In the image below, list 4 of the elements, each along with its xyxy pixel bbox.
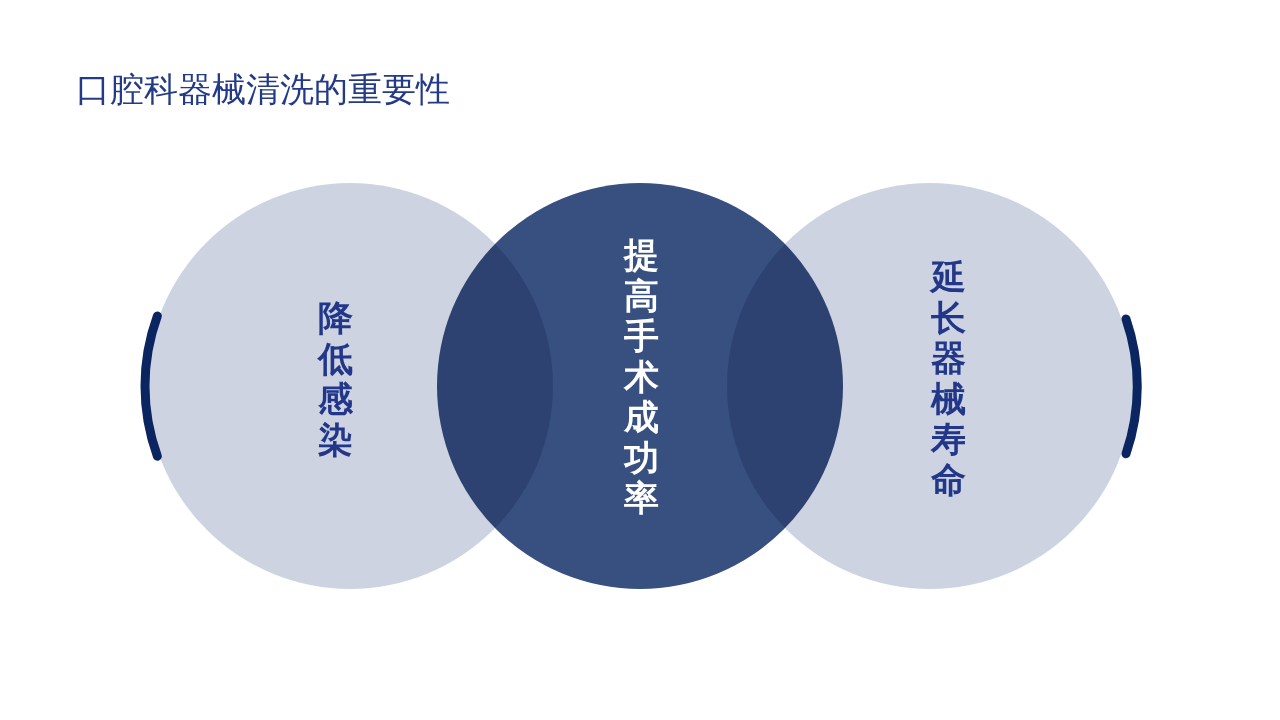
- circle-label: 延长器械寿命: [928, 257, 967, 500]
- circle-label: 提高手术成功率: [622, 235, 660, 519]
- circle-label: 降低感染: [316, 298, 354, 460]
- slide-title: 口腔科器械清洗的重要性: [76, 68, 450, 111]
